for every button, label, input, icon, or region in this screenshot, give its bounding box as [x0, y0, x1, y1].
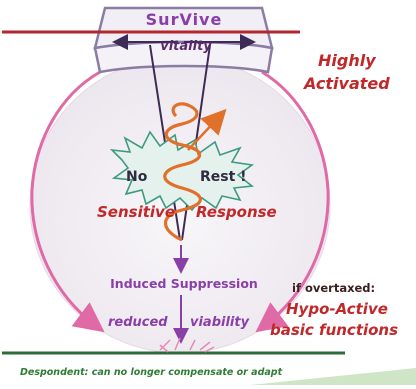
if-overtaxed-label: if overtaxed: — [292, 281, 375, 295]
induced-suppression-label: Induced Suppression — [110, 276, 258, 291]
highly-label-line1: Highly — [318, 51, 376, 70]
highly-label-line2: Activated — [302, 74, 390, 93]
despondent-label: Despondent: can no longer compensate or … — [20, 367, 283, 378]
viability-label: viability — [190, 315, 250, 330]
response-label: Response — [196, 203, 277, 221]
hypo-active-label: Hypo-Active — [286, 300, 388, 318]
sensitive-label: Sensitive — [97, 203, 175, 221]
vitality-label: vitality — [160, 39, 212, 54]
basic-functions-label: basic functions — [270, 321, 398, 339]
reduced-label: reduced — [108, 315, 168, 330]
no-label: No — [126, 169, 148, 185]
survive-label: SurVive — [146, 10, 223, 29]
rest-label: Rest ! — [200, 169, 247, 185]
